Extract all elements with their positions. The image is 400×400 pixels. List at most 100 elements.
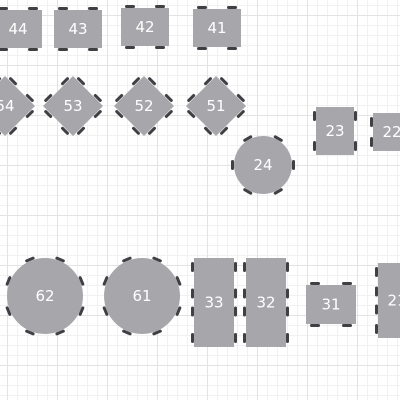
chair [197, 6, 207, 9]
table-number: 23 [325, 122, 344, 140]
table-54[interactable]: 54 [0, 76, 35, 136]
chair [58, 7, 68, 10]
table-44[interactable]: 44 [0, 7, 42, 51]
chair [234, 262, 237, 272]
table-23[interactable]: 23 [313, 107, 357, 155]
chair [102, 306, 109, 316]
chair [152, 256, 162, 263]
chair [61, 77, 69, 86]
chair [88, 7, 98, 10]
table-24[interactable]: 24 [231, 135, 295, 195]
chair [77, 126, 85, 135]
table-number: 44 [8, 20, 27, 38]
table-32[interactable]: 32 [243, 258, 289, 347]
table-22[interactable]: 22 [370, 113, 400, 151]
table-top [193, 9, 241, 47]
chair [125, 5, 135, 8]
table-31[interactable]: 31 [306, 282, 356, 327]
chair [220, 126, 228, 135]
table-number: 53 [63, 97, 82, 115]
chair [286, 306, 289, 317]
table-number: 54 [0, 97, 15, 115]
chair [93, 94, 102, 102]
chair [9, 126, 17, 135]
table-52[interactable]: 52 [114, 76, 174, 136]
table-top [316, 107, 354, 155]
table-number: 51 [206, 97, 225, 115]
chair [234, 333, 237, 343]
chair [148, 126, 156, 135]
chair [313, 141, 316, 151]
chair [243, 306, 246, 317]
chair [152, 329, 162, 336]
table-number: 61 [132, 287, 151, 305]
chair [227, 6, 237, 9]
table-top [121, 8, 169, 46]
chair [25, 329, 35, 336]
chair [204, 77, 212, 86]
chair [204, 126, 212, 135]
chair [375, 304, 378, 315]
chair [191, 306, 194, 317]
table-42[interactable]: 42 [121, 5, 169, 49]
table-top [378, 263, 400, 338]
chair [243, 333, 246, 343]
table-51[interactable]: 51 [186, 76, 246, 136]
chair [25, 110, 34, 118]
chair [370, 137, 373, 147]
chair [187, 110, 196, 118]
table-top [306, 285, 356, 324]
table-53[interactable]: 53 [43, 76, 103, 136]
chair [55, 256, 65, 263]
table-number: 22 [382, 123, 400, 141]
table-number: 32 [256, 294, 275, 312]
chair [155, 5, 165, 8]
chair [25, 256, 35, 263]
chair [55, 329, 65, 336]
table-number: 43 [68, 20, 87, 38]
chair [164, 110, 173, 118]
chair [175, 306, 182, 316]
table-62[interactable]: 62 [5, 256, 85, 336]
chair [175, 276, 182, 286]
chair [375, 324, 378, 334]
table-61[interactable]: 61 [102, 256, 182, 336]
chair [102, 276, 109, 286]
chair [88, 48, 98, 51]
chair [191, 262, 194, 272]
chair [273, 135, 283, 142]
chair [58, 48, 68, 51]
chair [286, 288, 289, 299]
table-41[interactable]: 41 [193, 6, 241, 50]
chair [28, 7, 38, 10]
chair [93, 110, 102, 118]
chair [78, 306, 85, 316]
table-top [373, 113, 400, 151]
chair [0, 7, 8, 10]
table-21[interactable]: 21 [375, 263, 400, 338]
table-top [246, 258, 286, 347]
table-33[interactable]: 33 [191, 258, 237, 347]
chair [0, 48, 8, 51]
chair [197, 47, 207, 50]
chair [236, 94, 245, 102]
chair [187, 94, 196, 102]
chair [243, 188, 253, 195]
chair [342, 282, 352, 285]
chair [191, 288, 194, 299]
chair [44, 110, 53, 118]
chair [122, 256, 132, 263]
table-top [0, 10, 42, 48]
chair [25, 94, 34, 102]
chair [375, 267, 378, 277]
chair [286, 262, 289, 272]
chair [164, 94, 173, 102]
chair [77, 77, 85, 86]
chair [78, 276, 85, 286]
chair [236, 110, 245, 118]
table-top [0, 76, 35, 136]
table-43[interactable]: 43 [54, 7, 102, 51]
table-top [54, 10, 102, 48]
chair [234, 288, 237, 299]
